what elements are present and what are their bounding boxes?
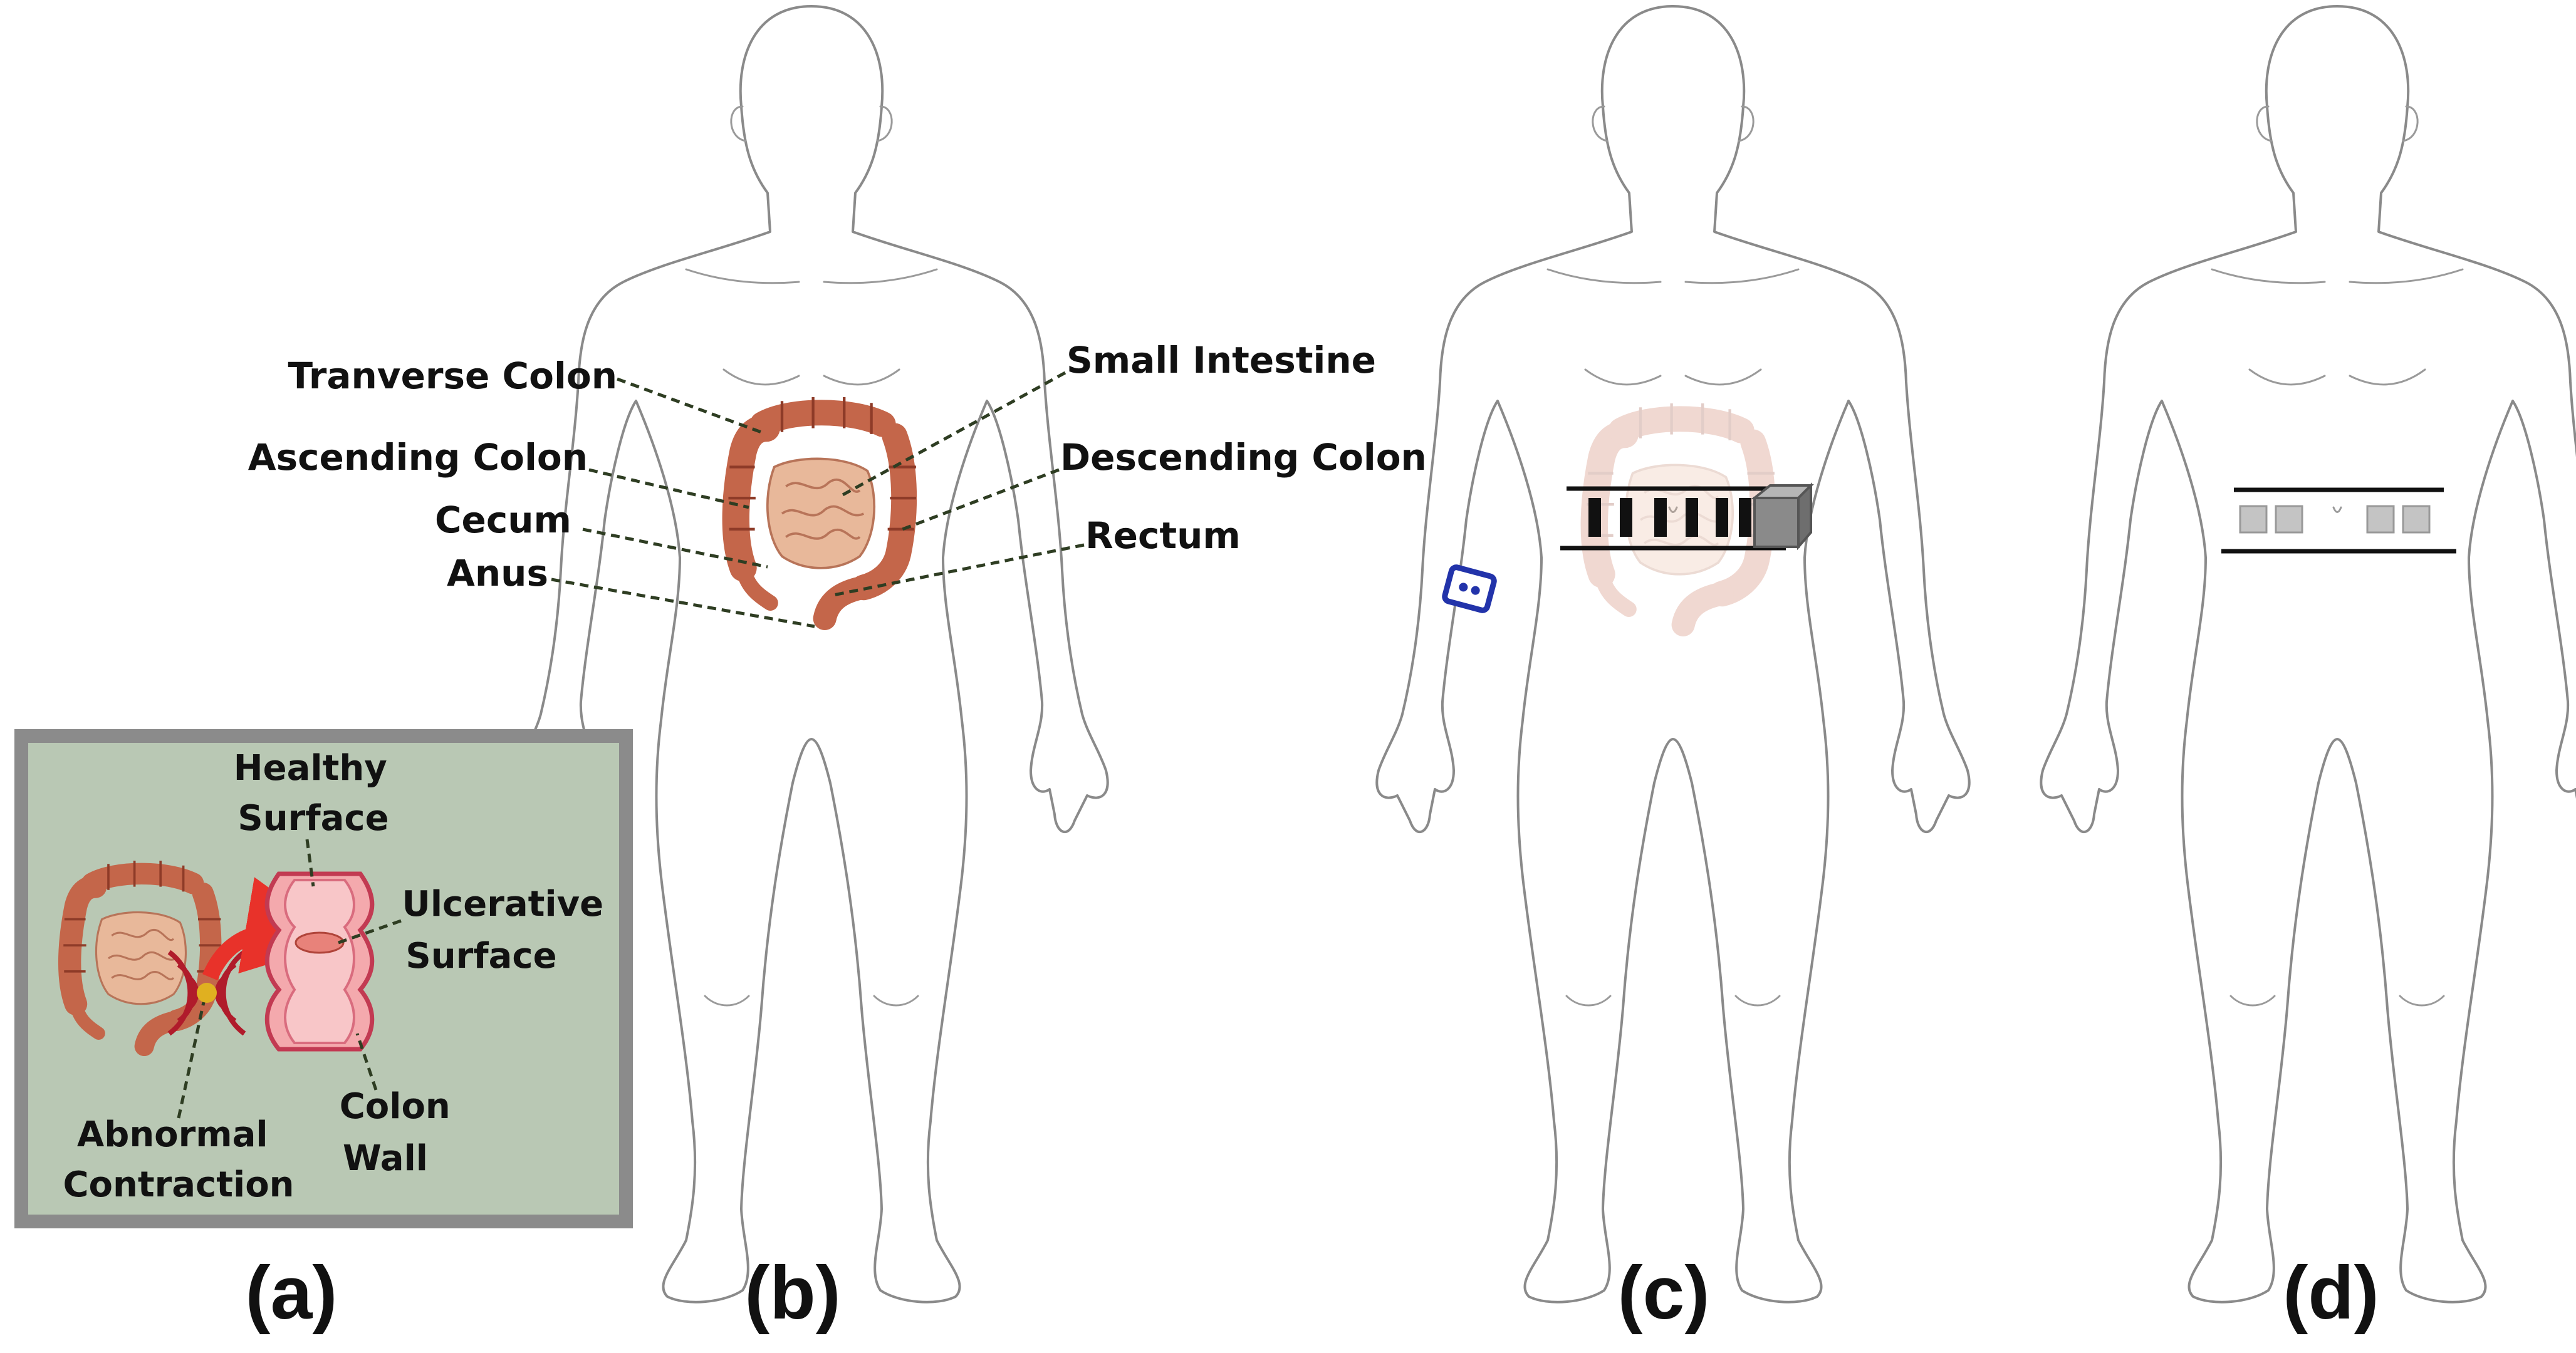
label-colon-wall: Colon Wall: [340, 1086, 463, 1179]
back-belt: [2221, 487, 2456, 554]
panel-b: Tranverse Colon Ascending Colon Cecum An…: [248, 5, 1427, 1304]
panel-label-d: (d): [2283, 1251, 2379, 1335]
panel-d: [2041, 6, 2576, 1302]
label-small-intestine: Small Intestine: [1066, 339, 1376, 381]
label-healthy-surface: Healthy Surface: [234, 748, 399, 839]
contraction-wave-icon: [167, 950, 246, 1036]
contraction-point-icon: [197, 983, 217, 1003]
wristband-icon: [1442, 564, 1497, 613]
leader-healthy-surface: [305, 839, 315, 887]
belt-electrode: [1739, 498, 1751, 537]
leader-colon-wall: [355, 1033, 378, 1091]
body-figure-c: [1375, 5, 1971, 1304]
panel-c: [1375, 5, 1971, 1304]
back-sensor-pad: [2402, 505, 2431, 534]
label-colon-wall-line1: Colon: [340, 1086, 451, 1127]
belt-electrode: [1654, 498, 1667, 537]
leader-transverse-colon: [617, 377, 762, 434]
label-anus: Anus: [447, 552, 548, 594]
panel-a-inset: Healthy Surface Ulcerative Surface Colon…: [14, 729, 633, 1228]
belt-electrode: [1686, 498, 1698, 537]
leader-cecum: [582, 527, 768, 569]
back-sensor-pad: [2239, 505, 2268, 534]
ulcer-patch: [295, 931, 345, 954]
panel-label-a: (a): [246, 1251, 338, 1335]
label-healthy-line2: Surface: [237, 798, 388, 839]
leader-abnormal-contraction: [177, 1002, 206, 1119]
label-colon-wall-line2: Wall: [343, 1138, 428, 1179]
body-figure-d: [2041, 6, 2576, 1302]
label-abnormal-line1: Abnormal: [77, 1114, 268, 1155]
back-sensor-pad: [2275, 505, 2303, 534]
abdominal-belt: [1560, 482, 1814, 551]
colon-wall-segment: [264, 871, 375, 1052]
belt-electrode: [1716, 498, 1728, 537]
panel-label-c: (c): [1618, 1251, 1710, 1335]
label-descending-colon: Descending Colon: [1060, 436, 1427, 479]
label-healthy-line1: Healthy: [234, 748, 387, 789]
belt-device-icon: [1751, 482, 1814, 551]
label-ulcerative-line2: Surface: [405, 936, 556, 977]
label-rectum: Rectum: [1085, 514, 1241, 557]
leader-ascending-colon: [588, 468, 749, 509]
label-ulcerative-line1: Ulcerative: [402, 884, 603, 925]
label-ulcerative-surface: Ulcerative Surface: [402, 884, 615, 977]
label-cecum: Cecum: [435, 499, 571, 541]
belt-electrode: [1588, 498, 1601, 537]
label-abnormal-contraction: Abnormal Contraction: [63, 1114, 294, 1205]
label-abnormal-line2: Contraction: [63, 1164, 294, 1205]
back-sensor-pad: [2366, 505, 2395, 534]
leader-anus: [551, 578, 815, 628]
leader-ulcerative-surface: [338, 919, 402, 945]
belt-electrode: [1620, 498, 1632, 537]
label-ascending-colon: Ascending Colon: [248, 436, 588, 479]
panel-label-b: (b): [744, 1251, 840, 1335]
label-transverse-colon: Tranverse Colon: [288, 355, 617, 397]
